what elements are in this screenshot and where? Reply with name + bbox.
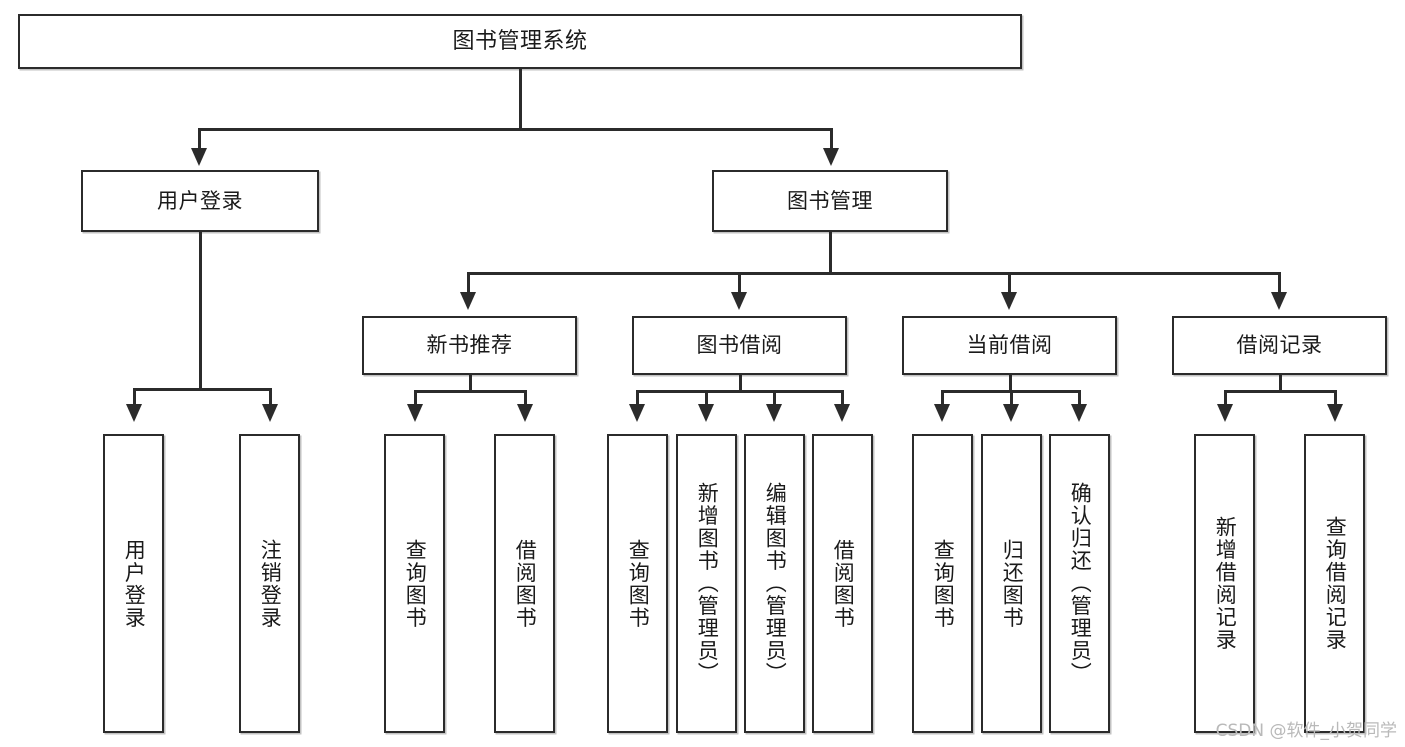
node-root-system[interactable]: 图书管理系统 [18, 14, 1022, 69]
connector-new-book-bus [414, 390, 526, 393]
node-label: 用户登录 [122, 538, 147, 629]
arrow-down-icon [1327, 404, 1343, 422]
node-label: 注销登录 [258, 538, 283, 629]
connector-current-borrow-drop-2 [1010, 390, 1013, 406]
arrow-down-icon [262, 404, 278, 422]
node-book-borrow[interactable]: 图书借阅 [632, 316, 847, 375]
leaf-borrow-book[interactable]: 借阅图书 [812, 434, 873, 733]
leaf-user-login[interactable]: 用户登录 [103, 434, 164, 733]
arrow-down-icon [1003, 404, 1019, 422]
leaf-query-book-borrow[interactable]: 查询图书 [607, 434, 668, 733]
leaf-query-borrow-record[interactable]: 查询借阅记录 [1304, 434, 1365, 733]
leaf-logout[interactable]: 注销登录 [239, 434, 300, 733]
connector-root-stem [519, 69, 522, 130]
node-borrow-record[interactable]: 借阅记录 [1172, 316, 1387, 375]
node-label: 借阅图书 [831, 538, 856, 629]
node-label: 图书借阅 [696, 333, 783, 358]
arrow-down-icon [517, 404, 533, 422]
node-label: 借阅记录 [1236, 333, 1323, 358]
connector-book-mgmt-stem [829, 232, 832, 274]
connector-level2-bus [198, 128, 832, 131]
connector-user-login-drop-1 [133, 388, 136, 406]
connector-new-book-drop-2 [524, 390, 527, 406]
arrow-down-icon [934, 404, 950, 422]
arrow-down-icon [834, 404, 850, 422]
leaf-return-book[interactable]: 归还图书 [981, 434, 1042, 733]
arrow-down-icon [1271, 292, 1287, 310]
node-label: 新增借阅记录 [1213, 516, 1238, 651]
connector-level2-drop-left [198, 128, 201, 150]
connector-book-borrow-drop-1 [636, 390, 639, 406]
arrow-down-icon [126, 404, 142, 422]
connector-level2-drop-right [830, 128, 833, 150]
node-new-book-recommend[interactable]: 新书推荐 [362, 316, 577, 375]
connector-new-book-stem [469, 375, 472, 392]
arrow-down-icon [460, 292, 476, 310]
node-current-borrow[interactable]: 当前借阅 [902, 316, 1117, 375]
connector-borrow-record-drop-2 [1334, 390, 1337, 406]
node-label: 新增图书（管理员） [695, 482, 720, 685]
node-book-management[interactable]: 图书管理 [712, 170, 948, 232]
arrow-down-icon [823, 148, 839, 166]
arrow-down-icon [629, 404, 645, 422]
arrow-down-icon [1217, 404, 1233, 422]
connector-book-borrow-drop-3 [773, 390, 776, 406]
connector-book-borrow-drop-2 [705, 390, 708, 406]
node-label: 用户登录 [157, 188, 243, 213]
connector-current-borrow-drop-1 [941, 390, 944, 406]
node-label: 确认归还（管理员） [1068, 482, 1093, 685]
arrow-down-icon [698, 404, 714, 422]
watermark-text: CSDN @软件_小贺同学 [1215, 721, 1397, 741]
connector-user-login-drop-2 [269, 388, 272, 406]
connector-current-borrow-stem [1009, 375, 1012, 392]
connector-book-borrow-drop-4 [841, 390, 844, 406]
arrow-down-icon [407, 404, 423, 422]
connector-book-borrow-bus [636, 390, 843, 393]
leaf-query-book-current[interactable]: 查询图书 [912, 434, 973, 733]
connector-level3-drop-3 [1008, 272, 1011, 294]
node-label: 查询图书 [931, 538, 956, 629]
connector-borrow-record-drop-1 [1224, 390, 1227, 406]
arrow-down-icon [191, 148, 207, 166]
connector-level3-drop-2 [738, 272, 741, 294]
node-label: 归还图书 [1000, 538, 1025, 629]
connector-level3-drop-1 [467, 272, 470, 294]
arrow-down-icon [1001, 292, 1017, 310]
node-label: 新书推荐 [426, 333, 513, 358]
node-label: 查询图书 [626, 538, 651, 629]
connector-level3-drop-4 [1278, 272, 1281, 294]
arrow-down-icon [1071, 404, 1087, 422]
node-label: 当前借阅 [966, 333, 1053, 358]
connector-level3-bus [467, 272, 1278, 275]
leaf-edit-book-admin[interactable]: 编辑图书（管理员） [744, 434, 805, 733]
leaf-confirm-return-admin[interactable]: 确认归还（管理员） [1049, 434, 1110, 733]
leaf-borrow-book-new[interactable]: 借阅图书 [494, 434, 555, 733]
connector-user-login-bus [133, 388, 271, 391]
connector-user-login-stem [199, 232, 202, 390]
leaf-query-book-new[interactable]: 查询图书 [384, 434, 445, 733]
arrow-down-icon [731, 292, 747, 310]
leaf-add-book-admin[interactable]: 新增图书（管理员） [676, 434, 737, 733]
arrow-down-icon [766, 404, 782, 422]
node-label: 图书管理系统 [452, 28, 588, 54]
connector-borrow-record-stem [1279, 375, 1282, 392]
connector-borrow-record-bus [1224, 390, 1336, 393]
leaf-add-borrow-record[interactable]: 新增借阅记录 [1194, 434, 1255, 733]
connector-current-borrow-drop-3 [1078, 390, 1081, 406]
node-label: 查询借阅记录 [1323, 516, 1348, 651]
node-label: 查询图书 [403, 538, 428, 629]
node-label: 图书管理 [787, 188, 873, 213]
node-user-login[interactable]: 用户登录 [81, 170, 319, 232]
node-label: 编辑图书（管理员） [763, 482, 788, 685]
node-label: 借阅图书 [513, 538, 538, 629]
connector-book-borrow-stem [739, 375, 742, 392]
connector-new-book-drop-1 [414, 390, 417, 406]
